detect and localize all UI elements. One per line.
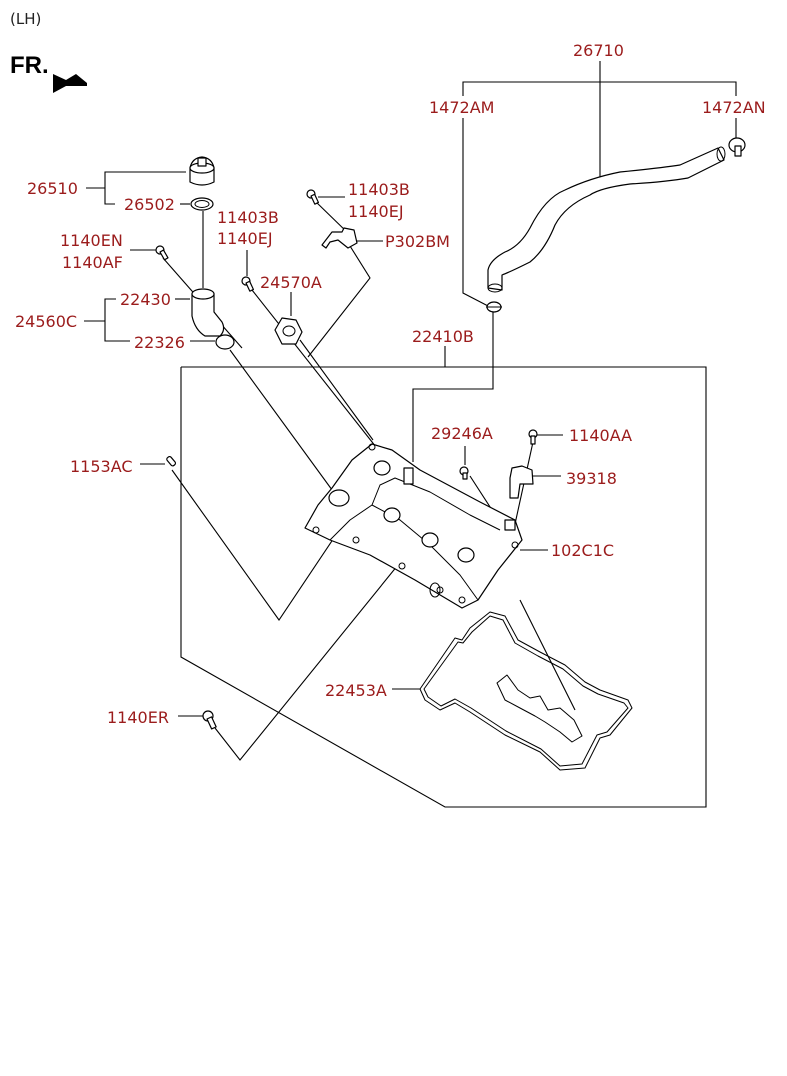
- label-1153AC[interactable]: 1153AC: [70, 457, 133, 476]
- label-1140AF[interactable]: 1140AF: [62, 253, 123, 272]
- label-22410B[interactable]: 22410B: [412, 327, 474, 346]
- bracket-P302BM: [321, 227, 358, 249]
- label-26510[interactable]: 26510: [27, 179, 78, 198]
- label-24560C[interactable]: 24560C: [15, 312, 77, 331]
- label-22326[interactable]: 22326: [134, 333, 185, 352]
- cover-plate-24570A: [274, 317, 303, 345]
- oil-filler-neck-part: [191, 288, 225, 337]
- rocker-cover-gasket-part: [419, 611, 633, 771]
- label-22430[interactable]: 22430: [120, 290, 171, 309]
- label-39318[interactable]: 39318: [566, 469, 617, 488]
- label-11403B-upper[interactable]: 11403B: [348, 180, 410, 199]
- pin-1153AC: [166, 456, 177, 467]
- label-1140ER[interactable]: 1140ER: [107, 708, 169, 727]
- rocker-cover-part: [304, 443, 523, 609]
- label-24570A[interactable]: 24570A: [260, 273, 322, 292]
- breather-hose-part: [487, 146, 726, 293]
- label-1140EJ-lower[interactable]: 1140EJ: [217, 229, 273, 248]
- bolt-1140ER: [202, 710, 217, 730]
- cam-sensor-39318: [509, 465, 534, 499]
- leader-lines: [84, 61, 737, 808]
- front-indicator-label: FR.: [10, 52, 49, 79]
- label-102C1C[interactable]: 102C1C: [551, 541, 614, 560]
- side-indicator: (LH): [10, 10, 41, 28]
- label-22453A[interactable]: 22453A: [325, 681, 387, 700]
- label-11403B-lower[interactable]: 11403B: [217, 208, 279, 227]
- cap-gasket-26502: [190, 197, 214, 211]
- bolt-11403B-lower: [241, 276, 255, 292]
- part-labels: 26710 1472AM 1472AN 26510 26502 11403B 1…: [15, 41, 766, 727]
- o-ring-22326: [215, 334, 235, 350]
- label-P302BM[interactable]: P302BM: [385, 232, 450, 251]
- label-1472AN[interactable]: 1472AN: [702, 98, 766, 117]
- sensor-29246A: [459, 466, 469, 480]
- label-26502[interactable]: 26502: [124, 195, 175, 214]
- label-1140EN[interactable]: 1140EN: [60, 231, 123, 250]
- label-1472AM[interactable]: 1472AM: [429, 98, 494, 117]
- hose-clamp-1472AM: [486, 301, 502, 313]
- bolt-11403B-upper: [306, 189, 320, 205]
- bolt-1140EN: [155, 245, 169, 261]
- oil-filler-cap-part: [189, 156, 215, 186]
- label-1140AA[interactable]: 1140AA: [569, 426, 632, 445]
- label-1140EJ-upper[interactable]: 1140EJ: [348, 202, 404, 221]
- front-direction-arrow-icon: [53, 74, 87, 93]
- hose-clamp-1472AN: [728, 137, 746, 157]
- label-26710[interactable]: 26710: [573, 41, 624, 60]
- label-29246A[interactable]: 29246A: [431, 424, 493, 443]
- bolt-1140AA: [528, 429, 538, 445]
